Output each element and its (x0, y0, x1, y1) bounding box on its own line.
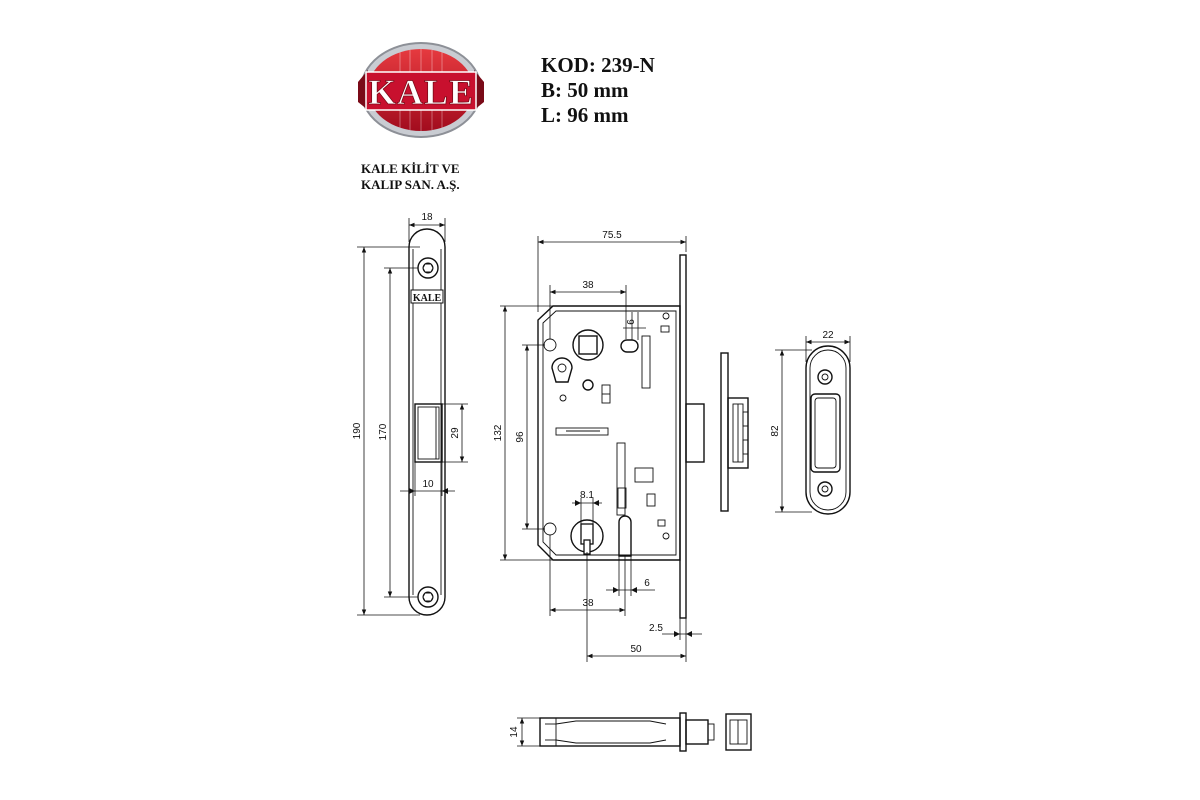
dim-strike-width: 22 (822, 330, 834, 341)
dim-faceplate-width: 18 (421, 212, 433, 223)
company-name-line1: KALE KİLİT VE (361, 161, 460, 176)
strike-plate-view (805, 345, 851, 515)
kale-logo: KALE (358, 42, 484, 138)
dim-backset: 50 (630, 644, 642, 655)
latch-side-view (720, 352, 749, 512)
dim-faceplate-screw-spacing: 170 (378, 423, 389, 440)
company-name-line2: KALIP SAN. A.Ş. (361, 177, 460, 192)
dim-top-center-distance: 38 (582, 280, 594, 291)
dim-faceplate-length: 190 (352, 422, 363, 439)
dim-strike-height: 82 (770, 425, 781, 437)
product-code: KOD: 239-N (541, 53, 655, 77)
faceplate-view: KALE (408, 228, 446, 616)
lock-top-view (539, 712, 752, 752)
dim-latch-height: 29 (450, 427, 461, 439)
dim-plate-thickness: 2.5 (649, 623, 663, 634)
backset-spec: B: 50 mm (541, 78, 629, 102)
top-view-dimensions: 14 (509, 717, 540, 747)
dim-bottom-gap: 6 (644, 578, 650, 589)
spacing-spec: L: 96 mm (541, 103, 629, 127)
plate-logo-text: KALE (413, 293, 442, 304)
dim-key-hole: 8.1 (580, 490, 594, 501)
dim-bottom-center-distance: 38 (582, 598, 594, 609)
faceplate-dimensions: 18 190 170 29 10 (352, 212, 468, 616)
lock-body-view (537, 254, 705, 619)
dim-body-width: 75.5 (602, 230, 622, 241)
dim-body-height: 132 (493, 424, 504, 441)
dim-latch-width: 10 (422, 479, 434, 490)
dim-handle-key-spacing: 96 (515, 431, 526, 443)
strike-plate-dimensions: 22 82 (770, 330, 851, 513)
logo-text: KALE (368, 72, 474, 112)
dim-case-depth: 14 (509, 726, 520, 738)
lock-body-dimensions: 75.5 38 6 132 96 8.1 38 (493, 230, 702, 662)
dim-top-gap: 6 (626, 319, 637, 325)
